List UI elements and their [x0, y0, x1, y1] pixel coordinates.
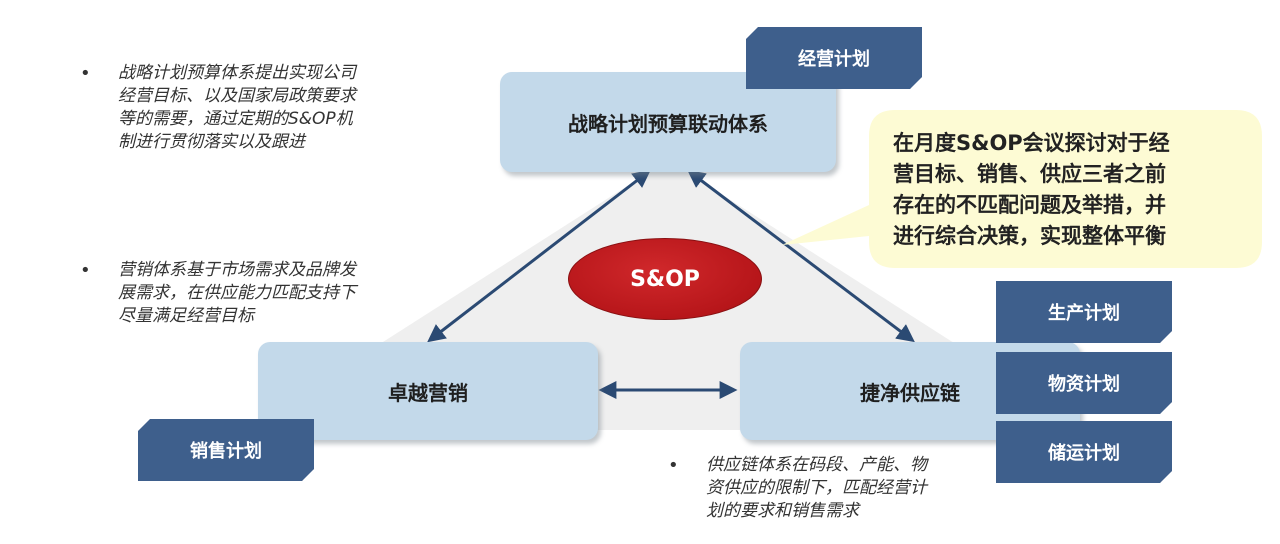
sop-label: S&OP: [630, 266, 700, 292]
node-marketing-label: 卓越营销: [388, 380, 468, 405]
tag-material-plan-label: 物资计划: [1048, 374, 1120, 395]
node-supply-label: 捷净供应链: [860, 380, 960, 405]
bullet-dot: •: [668, 455, 679, 476]
bullet-strategy: • 战略计划预算体系提出实现公司 经营目标、以及国家局政策要求 等的需要，通过定…: [80, 62, 438, 154]
bullet-supply-text: 供应链体系在码段、产能、物 资供应的限制下，匹配经营计 划的要求和销售需求: [706, 455, 927, 521]
tag-business-plan: 经营计划: [746, 27, 922, 89]
arrow-strategy-marketing: [427, 169, 651, 343]
bullet-dot: •: [80, 260, 91, 281]
bullet-strategy-text: 战略计划预算体系提出实现公司 经营目标、以及国家局政策要求 等的需要，通过定期的…: [118, 63, 356, 152]
bullet-marketing-text: 营销体系基于市场需求及品牌发 展需求，在供应能力匹配支持下 尽量满足经营目标: [118, 260, 356, 326]
arrow-strategy-supply: [687, 169, 915, 343]
tag-logistics-plan-label: 储运计划: [1048, 443, 1120, 464]
callout-balloon: [782, 110, 1262, 268]
tag-production-plan-label: 生产计划: [1048, 303, 1120, 324]
tag-business-plan-label: 经营计划: [798, 49, 870, 70]
tag-logistics-plan: 储运计划: [996, 421, 1172, 483]
bullet-marketing: • 营销体系基于市场需求及品牌发 展需求，在供应能力匹配支持下 尽量满足经营目标: [80, 259, 438, 328]
tag-sales-plan: 销售计划: [138, 419, 314, 481]
callout-text: 在月度S&OP会议探讨对于经 营目标、销售、供应三者之前 存在的不匹配问题及举措…: [893, 131, 1170, 248]
tag-production-plan: 生产计划: [996, 281, 1172, 343]
node-strategy-label: 战略计划预算联动体系: [568, 111, 768, 136]
bullet-supply: • 供应链体系在码段、产能、物 资供应的限制下，匹配经营计 划的要求和销售需求: [668, 454, 1006, 523]
sop-ellipse: S&OP: [568, 238, 762, 320]
node-marketing: 卓越营销: [258, 342, 598, 440]
tag-sales-plan-label: 销售计划: [190, 441, 262, 462]
tag-material-plan: 物资计划: [996, 352, 1172, 414]
bullet-dot: •: [80, 63, 91, 84]
